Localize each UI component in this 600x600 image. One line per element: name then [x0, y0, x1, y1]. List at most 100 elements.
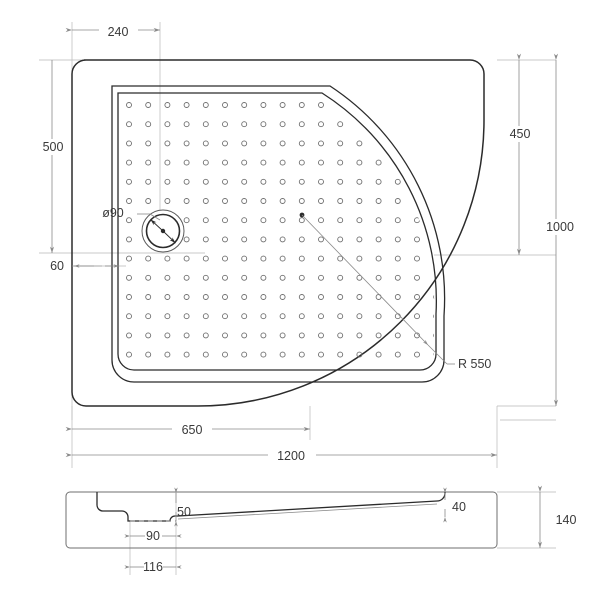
perforation-dot-grid: [126, 102, 435, 358]
perforation-dot: [433, 102, 435, 108]
perforation-dot: [183, 140, 190, 147]
dim-label-40: 40: [452, 500, 466, 514]
dim-label-1000: 1000: [546, 220, 574, 234]
dim-label-240: 240: [108, 25, 129, 39]
perforation-dot: [202, 255, 209, 262]
perforation-dot: [394, 332, 401, 339]
perforation-dot: [183, 102, 190, 108]
perforation-dot: [260, 255, 267, 262]
perforation-dot: [241, 294, 248, 300]
perforation-dot: [298, 332, 305, 339]
perforation-dot: [414, 294, 420, 300]
perforation-dot: [126, 121, 132, 128]
section-extension-lines: [129, 491, 556, 575]
perforation-dot: [356, 351, 363, 358]
perforation-dot: [202, 102, 209, 108]
perforation-dot: [202, 198, 209, 204]
perforation-dot: [394, 178, 401, 185]
dim-label-d90: ø90: [102, 206, 124, 220]
perforation-dot: [279, 351, 286, 358]
perforation-dot: [126, 198, 132, 204]
perforation-dot: [145, 198, 152, 204]
perforation-dot: [164, 313, 171, 320]
perforation-dot: [375, 332, 382, 339]
perforation-dot: [414, 121, 420, 128]
plan-extension-lines: [39, 22, 556, 468]
perforation-dot: [126, 236, 132, 243]
perforation-dot: [145, 274, 152, 281]
perforation-dot: [241, 178, 248, 185]
dimension-60: 60: [50, 259, 119, 273]
tray-rim-outline-2: [117, 92, 438, 371]
perforation-dot: [183, 198, 190, 204]
perforation-dot: [375, 217, 382, 224]
perforation-dot: [183, 217, 190, 224]
perforation-dot: [298, 351, 305, 358]
perforation-dot: [433, 313, 435, 320]
perforation-dot: [126, 217, 132, 224]
perforation-dot: [241, 217, 248, 224]
perforation-dot: [414, 140, 420, 147]
perforation-dot: [318, 178, 324, 185]
perforation-dot: [183, 294, 190, 300]
perforation-dot: [414, 313, 420, 320]
dim-label-1200: 1200: [277, 449, 305, 463]
perforation-dot: [298, 294, 305, 300]
dim-label-500: 500: [43, 140, 64, 154]
perforation-dot: [375, 313, 382, 320]
perforation-dot: [222, 294, 228, 300]
perforation-dot: [241, 313, 248, 320]
perforation-dot: [145, 351, 152, 358]
perforation-dot: [337, 313, 344, 320]
perforation-dot: [394, 217, 401, 224]
perforation-dot: [279, 198, 286, 204]
perforation-dot: [394, 159, 401, 166]
perforation-dot: [356, 274, 363, 281]
perforation-dot: [241, 236, 248, 243]
perforation-dot: [375, 274, 382, 281]
perforation-dot: [356, 178, 363, 185]
perforation-dot: [222, 140, 228, 147]
perforation-dot: [375, 198, 382, 204]
perforation-dot: [433, 294, 435, 300]
perforation-dot: [337, 274, 344, 281]
perforation-dot: [318, 236, 324, 243]
dimension-500: 500: [36, 60, 70, 253]
perforation-dot: [202, 351, 209, 358]
perforation-dot: [164, 178, 171, 185]
perforation-dot: [337, 178, 344, 185]
perforation-dot: [433, 140, 435, 147]
perforation-dot: [337, 255, 344, 262]
perforation-dot: [222, 121, 228, 128]
perforation-dot: [164, 121, 171, 128]
perforation-dot: [164, 274, 171, 281]
perforation-dot: [298, 198, 305, 204]
perforation-dot: [318, 198, 324, 204]
perforation-dot: [183, 332, 190, 339]
perforation-dot: [318, 159, 324, 166]
dimension-650: 650: [65, 421, 310, 437]
perforation-dot: [126, 313, 132, 320]
perforation-dot: [298, 255, 305, 262]
perforation-dot: [202, 217, 209, 224]
perforation-dot: [394, 351, 401, 358]
perforation-dot: [260, 102, 267, 108]
perforation-dot: [183, 178, 190, 185]
perforation-dot: [202, 159, 209, 166]
perforation-dot: [183, 313, 190, 320]
dimension-90: 90: [124, 529, 182, 543]
section-outer-profile: [65, 491, 498, 549]
perforation-dot: [260, 198, 267, 204]
perforation-dot: [145, 159, 152, 166]
dim-label-50: 50: [177, 505, 191, 519]
perforation-dot: [241, 121, 248, 128]
perforation-dot: [164, 294, 171, 300]
perforation-dot: [375, 351, 382, 358]
perforation-dot: [126, 140, 132, 147]
perforation-dot: [241, 255, 248, 262]
perforation-dot: [356, 236, 363, 243]
perforation-dot: [318, 351, 324, 358]
perforation-dot: [375, 159, 382, 166]
perforation-dot: [414, 351, 420, 358]
perforation-dot: [433, 198, 435, 204]
